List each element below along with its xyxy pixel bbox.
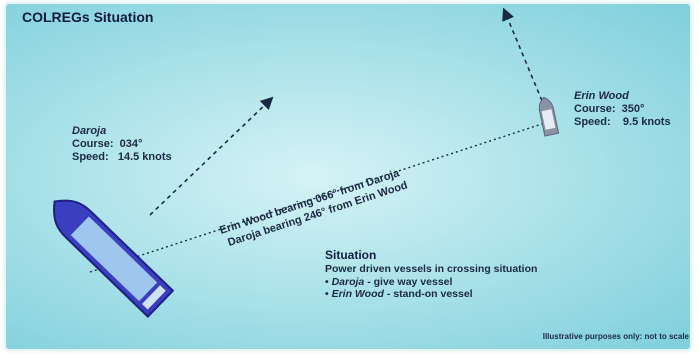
daroja-speed: Speed: 14.5 knots (72, 151, 172, 163)
situation-vessel: Erin Wood (331, 288, 384, 300)
diagram-panel (6, 4, 690, 349)
daroja-course: Course: 034° (72, 138, 143, 150)
daroja-name: Daroja (72, 125, 107, 137)
erin-wood-speed: Speed: 9.5 knots (574, 116, 671, 128)
diagram-title: COLREGs Situation (22, 9, 154, 25)
situation-text: Power driven vessels in crossing situati… (325, 263, 537, 301)
daroja-info: Daroja Course: 034° Speed: 14.5 knots (72, 125, 172, 164)
bullet: • (325, 288, 332, 300)
situation-role: - stand-on vessel (383, 288, 473, 300)
erin-wood-heading-arrow (502, 7, 546, 109)
erin-wood-name: Erin Wood (574, 90, 629, 102)
bullet: • (325, 275, 332, 288)
situation-description: Power driven vessels in crossing situati… (325, 263, 538, 275)
situation-vessel: Daroja (331, 275, 365, 288)
erin-wood-course: Course: 350° (574, 103, 645, 115)
erin-wood-vessel-icon (538, 96, 560, 137)
erin-wood-info: Erin Wood Course: 350° Speed: 9.5 knots (574, 90, 671, 129)
bearing-line (89, 121, 549, 273)
daroja-heading-arrow (149, 96, 274, 216)
daroja-vessel-icon (53, 199, 175, 318)
situation-role: - give way vessel (364, 275, 453, 288)
situation-heading: Situation (325, 248, 377, 262)
situation-item: • Daroja - give way vessel (325, 276, 537, 289)
situation-item: • Erin Wood - stand-on vessel (325, 288, 537, 301)
footnote: Illustrative purposes only: not to scale (542, 332, 689, 341)
